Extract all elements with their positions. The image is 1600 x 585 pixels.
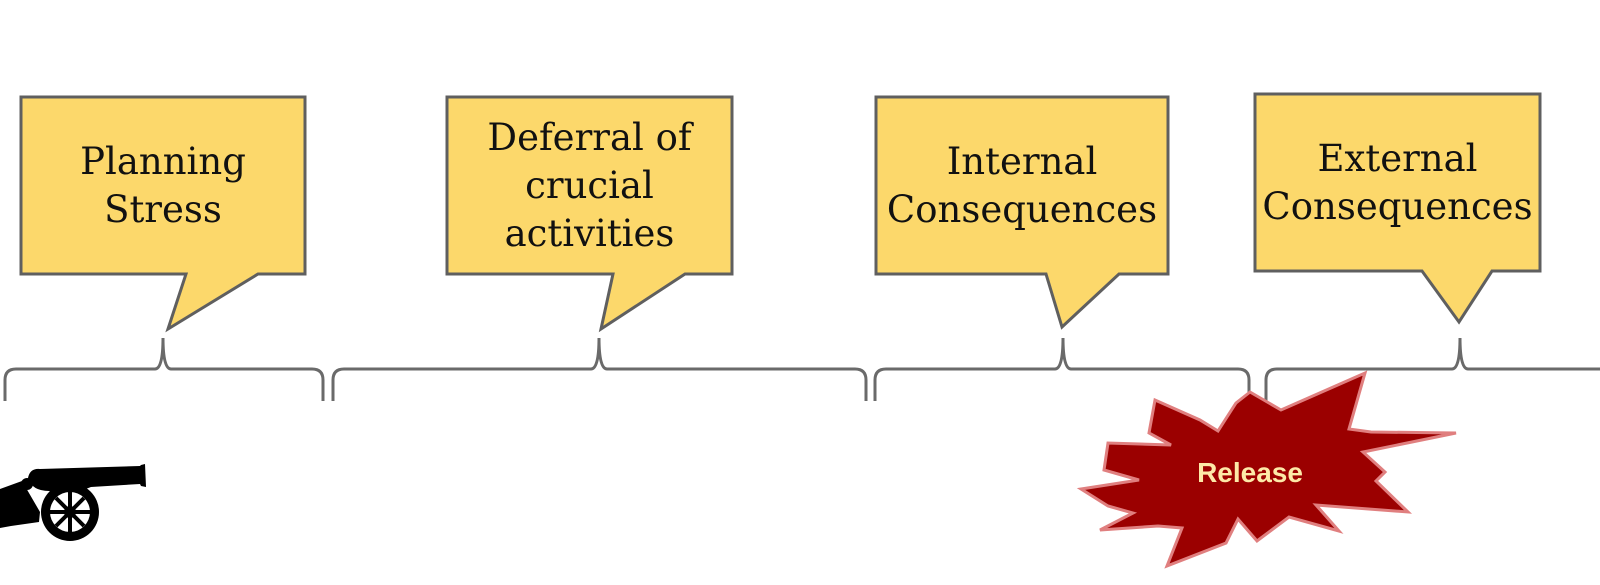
- callout-bubble-internal: [874, 95, 1170, 330]
- release-label: Release: [1197, 457, 1303, 488]
- explosion-burst-icon: [1076, 370, 1457, 569]
- callout-label-external: External Consequences: [1262, 136, 1533, 228]
- brace-external: [1264, 337, 1600, 401]
- callout-label-internal: Internal Consequences: [886, 139, 1158, 231]
- callout-label-deferral: Deferral of crucial activities: [487, 115, 692, 255]
- callout-label-planning-stress: Planning Stress: [80, 139, 246, 231]
- brace-planning-stress: [3, 337, 325, 401]
- brace-internal: [873, 337, 1251, 401]
- callout-bubble-external: [1253, 92, 1542, 325]
- brace-deferral: [331, 337, 868, 401]
- callout-bubble-deferral: [445, 95, 734, 333]
- callout-bubble-planning-stress: [19, 95, 307, 333]
- cannon-icon: [0, 464, 146, 541]
